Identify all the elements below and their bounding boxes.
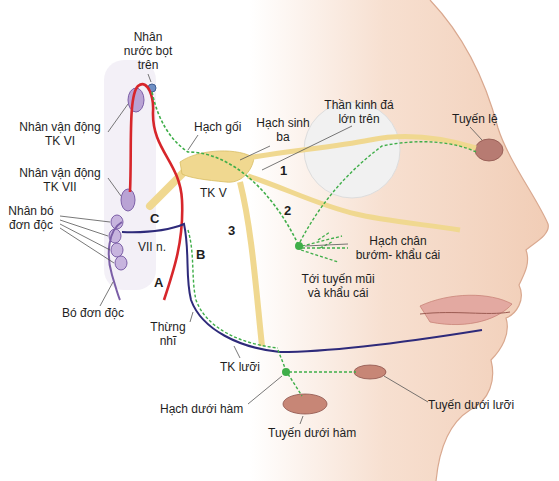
- part-label: Thần kinh đá lớn trên: [316, 98, 402, 126]
- part-label: Thừng nhĩ: [146, 320, 190, 348]
- part-label: TK V: [200, 186, 234, 200]
- part-label: Tuyến dưới lưỡi: [428, 398, 538, 412]
- part-label: Tuyến dưới hàm: [268, 426, 378, 440]
- part-label: Nhân vận động TK VI: [14, 120, 106, 148]
- part-label: Hạch gối: [194, 120, 254, 134]
- part-label: Tuyến lệ: [452, 112, 516, 126]
- part-label: Hạch dưới hàm: [160, 402, 260, 416]
- part-label: Bó đơn độc: [62, 306, 142, 320]
- part-label: Nhân bó đơn độc: [2, 204, 60, 232]
- callout-number: 2: [284, 204, 296, 218]
- callout-number: A: [154, 276, 166, 290]
- callout-number: B: [196, 248, 208, 262]
- part-label: VII n.: [138, 240, 178, 254]
- part-label: Tới tuyến mũi và khẩu cái: [294, 272, 382, 300]
- part-label: Nhân nước bọt trên: [120, 30, 176, 72]
- callout-number: 3: [228, 224, 240, 238]
- part-label: TK lưỡi: [220, 360, 280, 374]
- part-label: Hạch sinh ba: [252, 116, 314, 144]
- callout-number: 1: [280, 164, 292, 178]
- part-label: Hạch chân bướm- khẩu cái: [350, 234, 446, 262]
- part-label: Nhân vận động TK VII: [14, 166, 106, 194]
- callout-number: C: [150, 212, 162, 226]
